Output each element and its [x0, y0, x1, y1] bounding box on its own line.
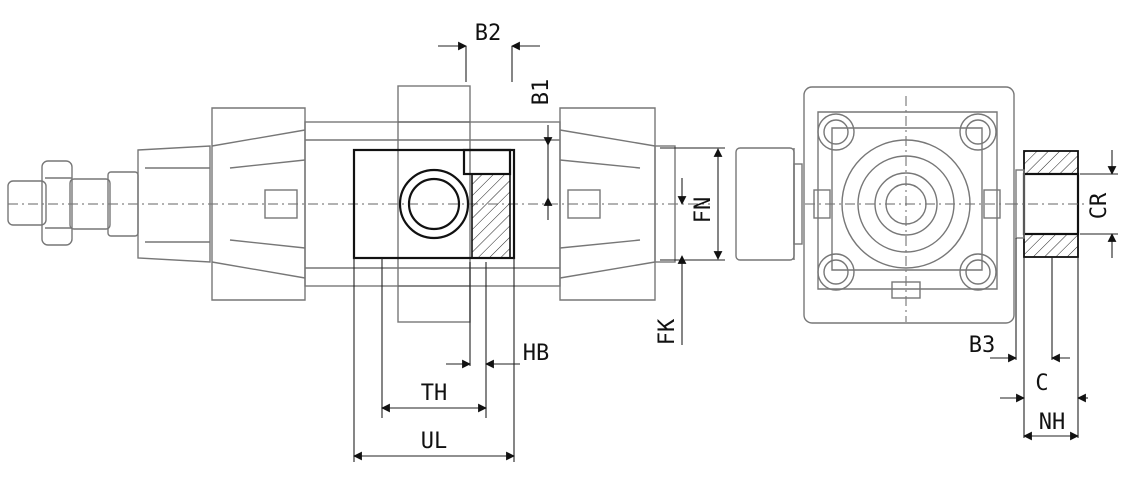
dimension-th: TH	[421, 381, 448, 406]
mounting-hole-bottom-left	[817, 253, 855, 291]
nut-section-top	[1023, 150, 1079, 175]
front-bore	[885, 183, 927, 225]
side-view-dimensions: B2 B1 FN FK HB TH	[353, 21, 725, 462]
dimension-cr: CR	[1087, 192, 1112, 219]
nut-section-bottom	[1023, 233, 1079, 258]
dimension-fn: FN	[691, 197, 716, 224]
dimension-b2: B2	[475, 21, 502, 46]
mounting-hole-top-right	[959, 113, 997, 151]
dimension-fk: FK	[655, 318, 680, 345]
nut-section-view: CR B3 C NH	[969, 150, 1118, 441]
trunnion-bore-outer	[398, 168, 470, 240]
front-plate	[803, 86, 1015, 324]
trunnion-plate-side	[397, 85, 471, 323]
trunnion-block	[352, 148, 516, 260]
mounting-hole-top-left	[817, 113, 855, 151]
mounting-hole-bottom-right	[959, 253, 997, 291]
dimension-hb: HB	[523, 341, 550, 366]
front-mid-boss	[857, 155, 955, 253]
rod-end-threads	[7, 160, 139, 246]
front-end-cap	[211, 107, 306, 301]
dimension-ul: UL	[421, 429, 448, 454]
mounting-ring	[735, 147, 803, 261]
trunnion-bore-inner	[407, 177, 461, 231]
dimension-c: C	[1035, 371, 1048, 396]
locking-screw-hatch	[471, 173, 511, 259]
rod-nose	[137, 145, 211, 263]
rear-end-cap	[559, 107, 676, 301]
front-view	[803, 86, 1015, 324]
locking-screw-head	[462, 148, 512, 176]
trunnion-outline	[352, 148, 516, 260]
front-outer-boss	[841, 139, 971, 269]
dimension-nh: NH	[1039, 410, 1066, 435]
side-view: B2 B1 FN FK HB TH	[7, 21, 725, 462]
dimension-b3: B3	[969, 333, 996, 358]
dimension-b1: B1	[529, 79, 554, 106]
